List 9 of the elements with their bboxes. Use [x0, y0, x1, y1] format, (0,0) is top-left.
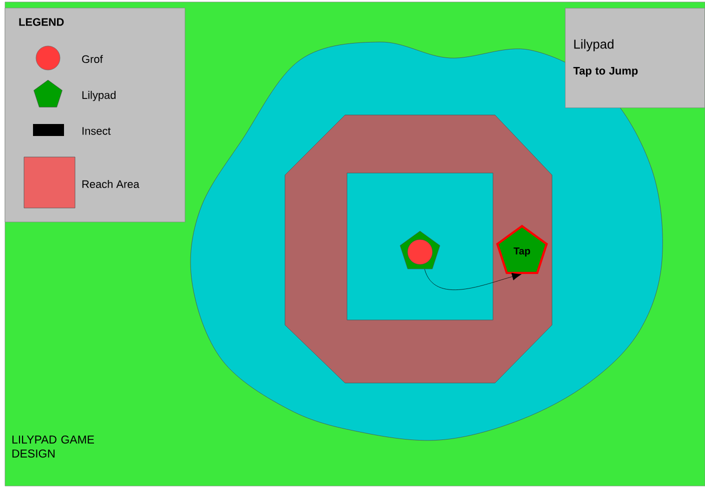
legend-title: LEGEND [19, 18, 64, 26]
legend-label: Grof [82, 54, 103, 64]
legend-label: Insect [82, 127, 111, 135]
legend-label: Lilypad [82, 90, 116, 102]
info-panel: Lilypad Tap to Jump [565, 8, 705, 108]
frog-circle [407, 239, 433, 265]
arrow [424, 268, 522, 290]
footer-text: LILYPAD GAME DESIGN [12, 436, 94, 458]
legend-label: Reach Area [82, 180, 140, 188]
